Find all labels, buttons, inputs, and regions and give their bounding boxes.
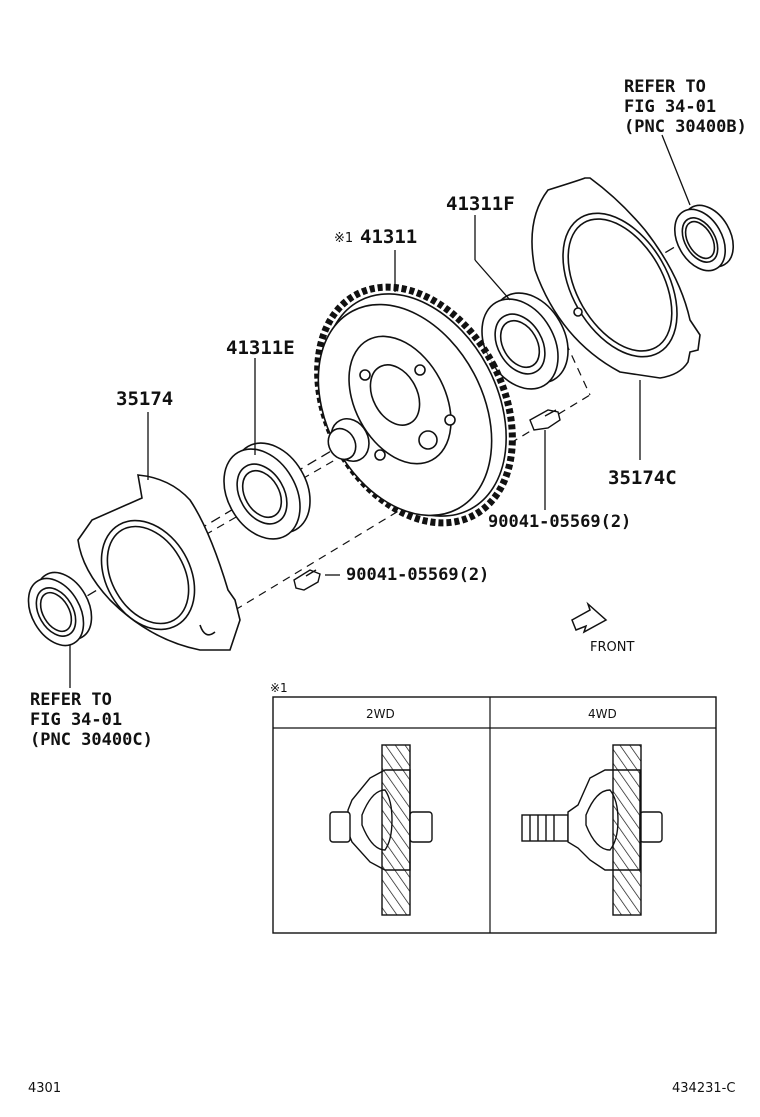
refer-bottom-line3: (PNC 30400C) xyxy=(30,730,153,750)
part-label-41311: 41311 xyxy=(360,226,417,248)
inset-col-4wd: 4WD xyxy=(588,707,617,721)
shield-35174c xyxy=(531,177,701,379)
differential-ring-gear-41311 xyxy=(314,283,516,527)
leader-lines xyxy=(69,134,691,688)
oil-seal-bottom xyxy=(27,571,93,647)
refer-label-top: REFER TO FIG 34-01 (PNC 30400B) xyxy=(624,77,747,137)
bolt-upper xyxy=(529,409,561,431)
footer-page-code: 4301 xyxy=(28,1081,61,1096)
inset-note-mark: ※1 xyxy=(270,681,288,695)
diff-2wd-section xyxy=(329,744,433,916)
front-label: FRONT xyxy=(590,640,634,655)
footer-figure-code: 434231-C xyxy=(672,1081,735,1096)
refer-top-line2: FIG 34-01 xyxy=(624,97,716,117)
diff-4wd-section xyxy=(521,744,663,916)
part-label-35174c: 35174C xyxy=(608,467,677,489)
refer-bottom-line2: FIG 34-01 xyxy=(30,710,122,730)
refer-top-line3: (PNC 30400B) xyxy=(624,117,747,137)
bearing-41311f xyxy=(481,292,569,390)
oil-seal-top xyxy=(673,204,735,272)
refer-top-line1: REFER TO xyxy=(624,77,706,97)
part-label-bolt-upper: 90041-05569(2) xyxy=(488,512,631,532)
refer-label-bottom: REFER TO FIG 34-01 (PNC 30400C) xyxy=(30,690,153,750)
inset-variant-table: ※1 2WD 4WD xyxy=(270,681,717,934)
note-mark-41311: ※1 xyxy=(334,231,353,246)
inset-col-2wd: 2WD xyxy=(366,707,395,721)
part-label-35174: 35174 xyxy=(116,388,173,410)
part-label-bolt-lower: 90041-05569(2) xyxy=(346,565,489,585)
front-arrow-icon xyxy=(571,601,608,634)
bolt-lower xyxy=(293,569,321,591)
part-label-41311f: 41311F xyxy=(446,193,515,215)
refer-bottom-line1: REFER TO xyxy=(30,690,112,710)
part-label-41311e: 41311E xyxy=(226,337,295,359)
shield-35174 xyxy=(77,474,241,651)
bearing-41311e xyxy=(223,442,311,540)
